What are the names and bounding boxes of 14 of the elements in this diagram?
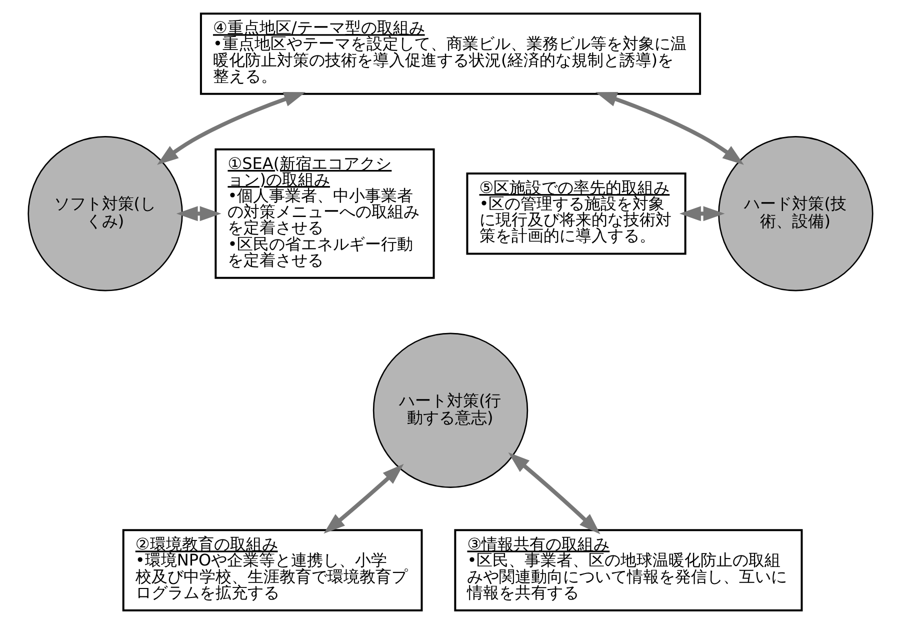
node-circle: ハート対策(行動する意志) [372,332,528,488]
arrow [324,464,404,534]
node-circle: ソフト対策(しくみ) [28,136,183,292]
node-box: ②環境教育の取組み •環境NPOや企業等と連携し、小学校及び中学校、生涯教育で環境教育プログラムを拡充する [122,529,423,612]
arrow [508,452,600,534]
node-box: ①SEA(新宿エコアクション)の取組み •個人事業者、中小事業者の対策メニューへの取組みを定着させる •区民の省エネルギー行動を定着させる [214,148,435,279]
node-box: ③情報共有の取組み •区民、事業者、区の地球温暖化防止の取組みや関連動向について情報を発信し、互いに情報を共有する [454,529,803,612]
arrow [680,206,725,222]
node-box: ④重点地区/テーマ型の取組み •重点地区やテーマを設定して、商業ビル、業務ビル等を対象に温暖化防止対策の技術を導入促進する状況(経済的な規制と誘導)を整える。 [200,12,702,95]
arrow [595,92,744,165]
arrow [157,92,306,165]
arrow [176,206,222,222]
node-circle: ハード対策(技術、設備) [718,136,874,292]
node-box: ⑤区施設での率先的取組み •区の管理する施設を対象に現行及び将来的な技術対策を計画的に導入する。 [466,172,686,255]
